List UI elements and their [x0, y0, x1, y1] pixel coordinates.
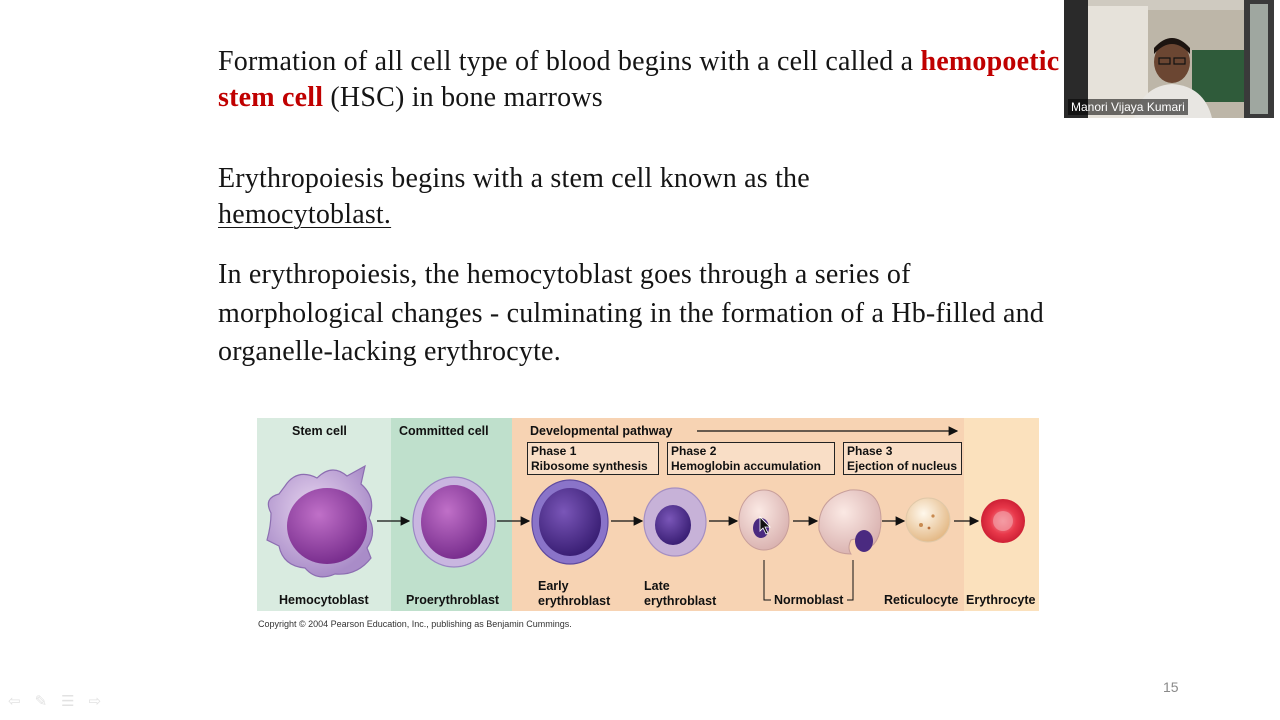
phase-2-box: Phase 2 Hemoglobin accumulation [667, 442, 835, 475]
person-face [1154, 41, 1190, 83]
menu-icon[interactable]: ☰ [61, 692, 75, 710]
proerythroblast-nucleus [421, 485, 487, 559]
hemocytoblast-underlined: hemocytoblast. [218, 199, 392, 230]
header-developmental-pathway: Developmental pathway [530, 424, 673, 438]
label-early-erythroblast: erythroblast [538, 594, 611, 608]
phase-3-subtitle: Ejection of nucleus [847, 459, 958, 473]
phase-1-box: Phase 1 Ribosome synthesis [527, 442, 659, 475]
late-erythroblast-nucleus [655, 505, 691, 545]
phase-1-subtitle: Ribosome synthesis [531, 459, 648, 473]
phase-3-title: Phase 3 [847, 444, 893, 458]
mouse-cursor-icon [759, 516, 771, 535]
label-late: Late [644, 579, 670, 593]
slide-paragraph-erythropoiesis: In erythropoiesis, the hemocytoblast goe… [218, 259, 1044, 367]
label-proerythroblast: Proerythroblast [406, 593, 500, 607]
webcam-participant-name: Manori Vijaya Kumari [1068, 99, 1188, 115]
pen-icon[interactable]: ✎ [34, 692, 48, 710]
slideshow-nav-controls: ⇦ ✎ ☰ ⇨ [8, 692, 101, 710]
phase-1-title: Phase 1 [531, 444, 577, 458]
normoblast-nucleus-2 [855, 530, 873, 552]
p1-text-before: Formation of all cell type of blood begi… [218, 46, 921, 77]
page-number: 15 [1163, 679, 1179, 695]
hsc-highlight: hemopoetic stem cell [218, 46, 1060, 113]
label-hemocytoblast: Hemocytoblast [279, 593, 369, 607]
label-early: Early [538, 579, 569, 593]
label-erythrocyte: Erythrocyte [966, 593, 1036, 607]
phase-3-box: Phase 3 Ejection of nucleus [843, 442, 962, 475]
normoblast-bracket-left [763, 560, 771, 601]
normoblast-bracket-right [847, 560, 854, 601]
phase-2-title: Phase 2 [671, 444, 717, 458]
previous-slide-icon[interactable]: ⇦ [8, 692, 21, 710]
phase-2-subtitle: Hemoglobin accumulation [671, 459, 822, 473]
webcam-scene [1064, 0, 1274, 118]
slide-paragraph-hemocytoblast: Erythropoiesis begins with a stem cell k… [218, 161, 1078, 233]
label-late-erythroblast: erythroblast [644, 594, 717, 608]
p2-line1: Erythropoiesis begins with a stem cell k… [218, 163, 810, 194]
label-normoblast: Normoblast [774, 593, 844, 607]
p1-text-after: (HSC) in bone marrows [323, 82, 603, 113]
header-stem-cell: Stem cell [292, 424, 347, 438]
next-slide-icon[interactable]: ⇨ [88, 692, 102, 710]
header-committed-cell: Committed cell [399, 424, 489, 438]
label-reticulocyte: Reticulocyte [884, 593, 959, 607]
reticulocyte-cell [905, 497, 951, 543]
webcam-video-tile[interactable]: Manori Vijaya Kumari [1064, 0, 1274, 118]
figure-artwork [257, 418, 1039, 611]
hemocytoblast-nucleus [287, 488, 367, 564]
slide-paragraph-hsc: Formation of all cell type of blood begi… [218, 44, 1078, 116]
figure-copyright: Copyright © 2004 Pearson Education, Inc.… [258, 619, 572, 629]
erythropoiesis-figure: Stem cell Committed cell Developmental p… [257, 418, 1039, 611]
early-erythroblast-nucleus [539, 488, 601, 556]
